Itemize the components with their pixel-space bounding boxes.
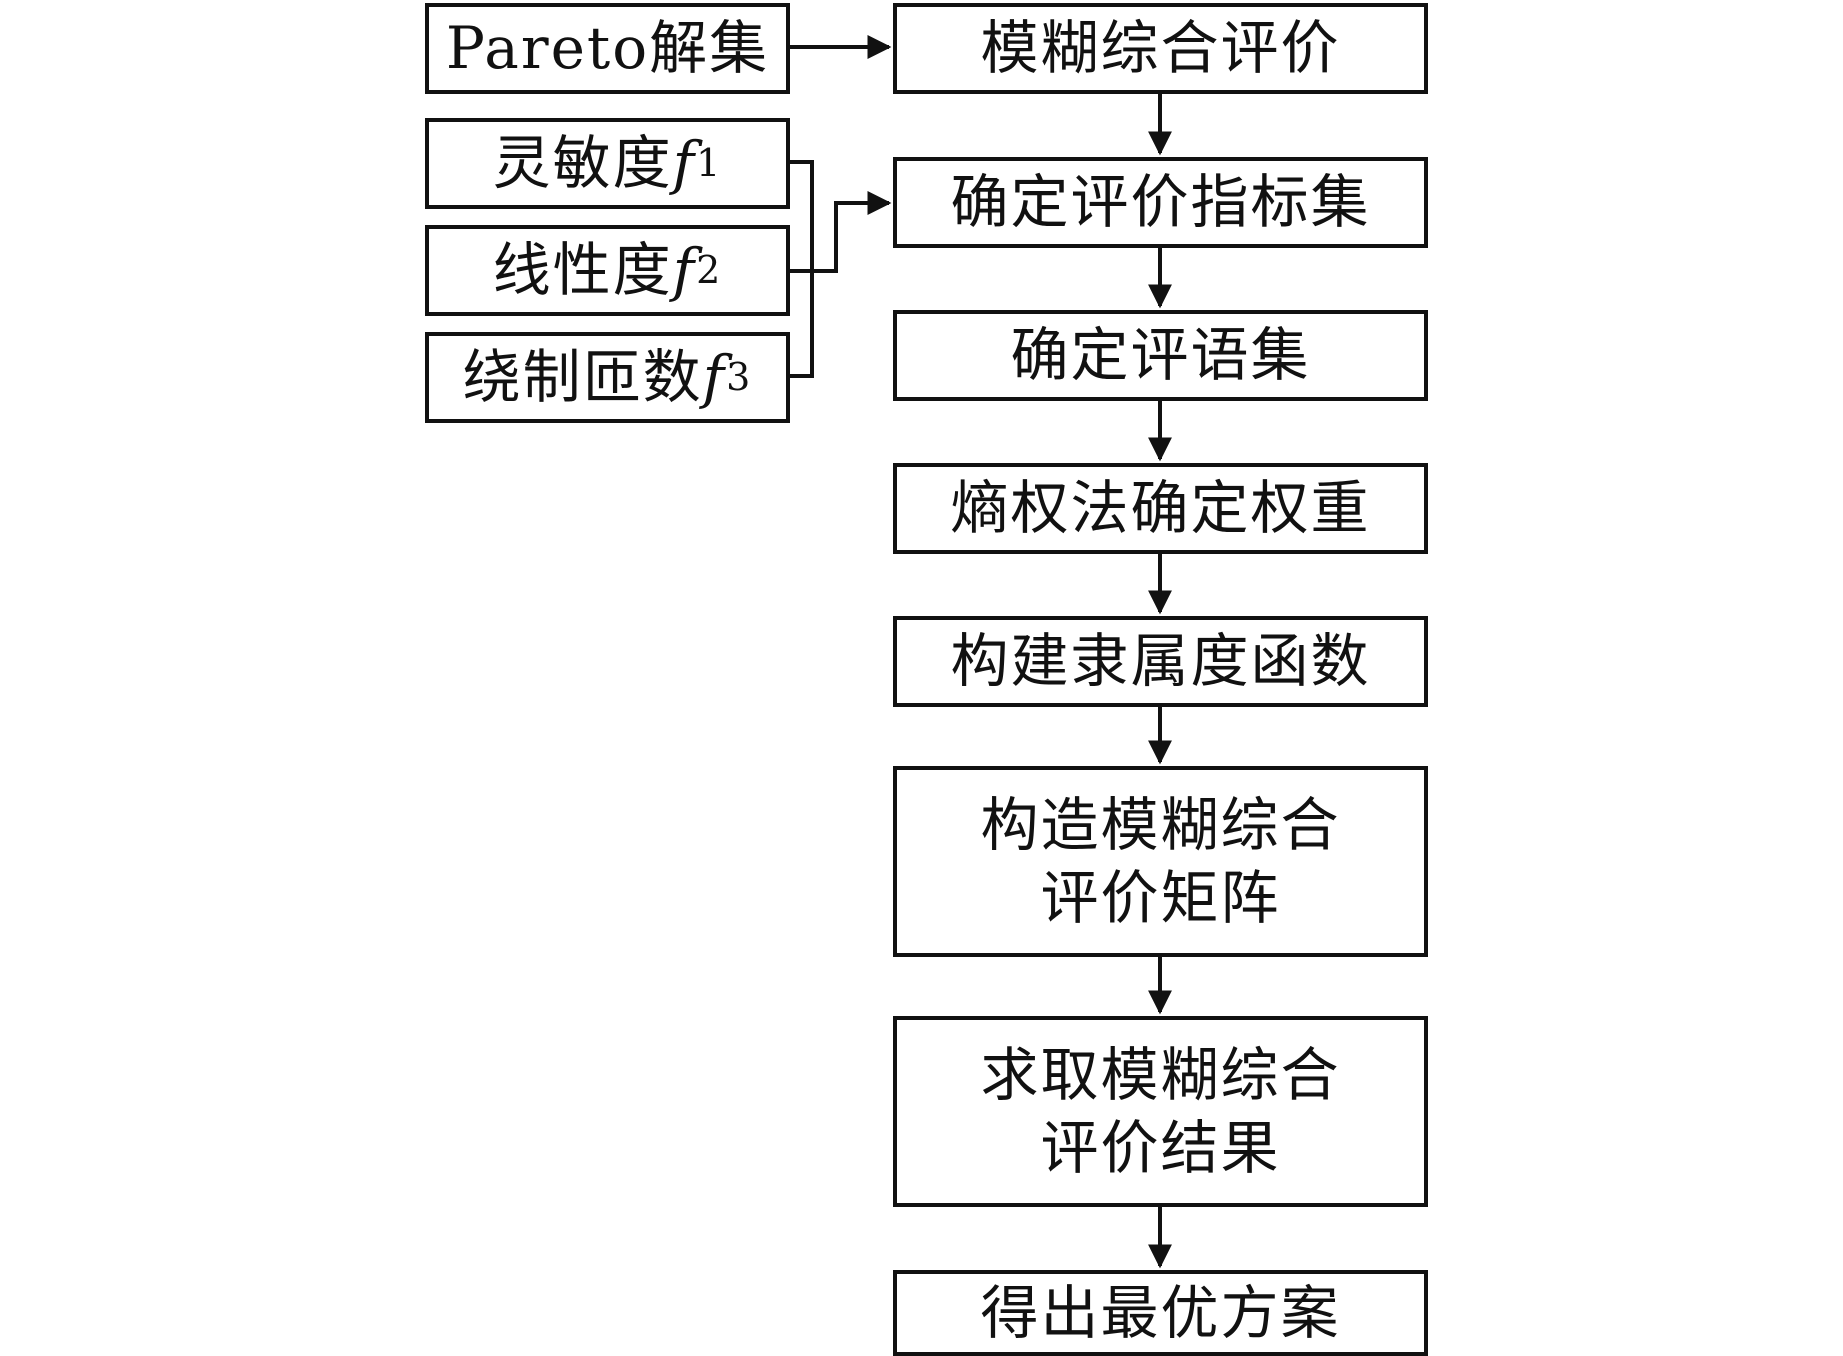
- step-optimal-solution: 得出最优方案: [893, 1270, 1428, 1356]
- arrow-indicators-to-set: [812, 191, 892, 273]
- step-label-line-1: 构造模糊综合: [980, 791, 1341, 859]
- step-entropy-weight: 熵权法确定权重: [893, 463, 1428, 554]
- step-evaluation-result: 求取模糊综合 评价结果: [893, 1016, 1428, 1207]
- step-label-line-2: 评价矩阵: [1040, 863, 1281, 932]
- step-evaluation-matrix: 构造模糊综合 评价矩阵: [893, 766, 1428, 957]
- step-fuzzy-evaluation: 模糊综合评价: [893, 3, 1428, 94]
- step-label-line-2: 评价结果: [1040, 1113, 1281, 1182]
- step-membership-function: 构建隶属度函数: [893, 616, 1428, 707]
- step-label: 确定评价指标集: [950, 168, 1371, 237]
- pareto-set-box: Pareto解集: [425, 3, 790, 94]
- step-indicator-set: 确定评价指标集: [893, 157, 1428, 248]
- indicator-symbol-f2: f: [672, 236, 697, 305]
- step-comment-set: 确定评语集: [893, 310, 1428, 401]
- indicator-symbol-f3: f: [702, 343, 727, 412]
- pareto-set-label: Pareto解集: [445, 14, 770, 83]
- step-label: 模糊综合评价: [980, 14, 1341, 83]
- step-label: 确定评语集: [1010, 321, 1311, 390]
- indicator-label-turns: 绕制匝数: [462, 343, 703, 412]
- step-label: 构建隶属度函数: [950, 627, 1371, 696]
- step-label-line-1: 求取模糊综合: [980, 1041, 1341, 1109]
- step-label: 熵权法确定权重: [950, 474, 1371, 543]
- indicator-index-3: 3: [726, 354, 753, 399]
- indicator-label-sensitivity: 灵敏度: [492, 129, 673, 198]
- indicator-index-2: 2: [696, 247, 723, 292]
- indicator-label-linearity: 线性度: [492, 236, 673, 305]
- indicator-index-1: 1: [696, 140, 723, 185]
- step-label: 得出最优方案: [980, 1278, 1341, 1347]
- indicator-symbol-f1: f: [672, 129, 697, 198]
